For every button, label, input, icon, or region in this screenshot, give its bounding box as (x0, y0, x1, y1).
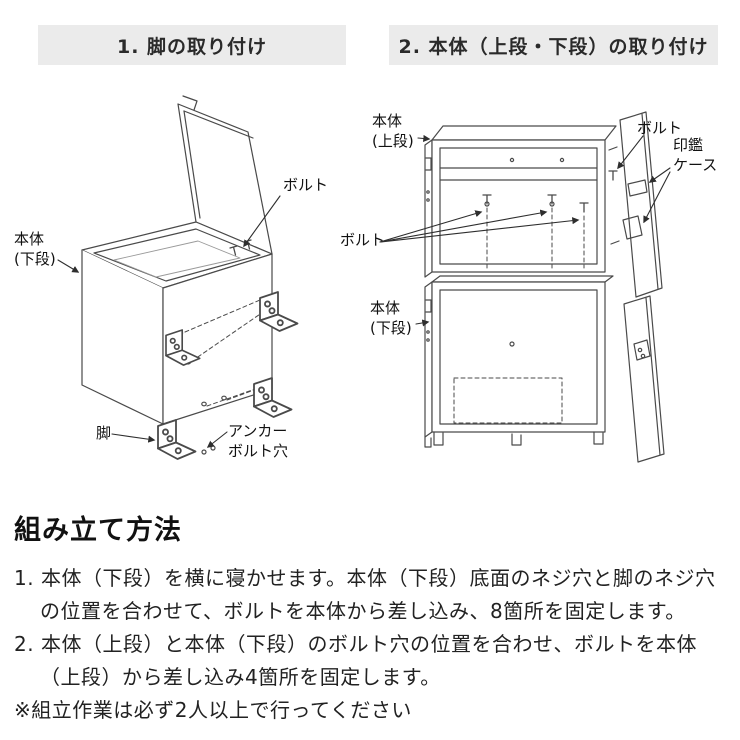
upper-door-open (608, 111, 663, 298)
body-attachment-diagram (379, 111, 671, 463)
label-body-lower-d2: 本体 (下段) (370, 299, 412, 337)
label-seal-case: 印鑑 ケース (673, 136, 718, 174)
lower-unit (424, 275, 614, 448)
label-bolt-left-d2: ボルト (340, 231, 386, 249)
instructions-title: 組み立て方法 (14, 515, 182, 546)
section1-title: 1. 脚の取り付け (116, 35, 268, 58)
lower-door-open (623, 295, 665, 463)
leg-attachment-diagram (57, 95, 299, 460)
label-bolt-d1: ボルト (283, 176, 329, 194)
label-anchor-bolt-hole: アンカー ボルト穴 (228, 422, 289, 460)
label-arrows-d1 (57, 195, 281, 448)
section-header-leg-attachment: 1. 脚の取り付け (38, 25, 346, 65)
section-header-body-attachment: 2. 本体（上段・下段）の取り付け (389, 25, 718, 65)
label-body-lower-d1: 本体 (下段) (14, 230, 56, 268)
label-leg: 脚 (96, 424, 112, 442)
assembly-instructions: 組み立て方法 1. 本体（下段）を横に寝かせます。本体（下段）底面のネジ穴と脚の… (14, 508, 726, 727)
section2-title: 2. 本体（上段・下段）の取り付け (398, 35, 709, 58)
label-bolt-top-d2: ボルト (637, 119, 683, 137)
instruction-step-2: 2. 本体（上段）と本体（下段）のボルト穴の位置を合わせ、ボルトを本体（上段）か… (14, 632, 697, 689)
label-arrows-d2 (379, 134, 671, 327)
instruction-note: ※組立作業は必ず2人以上で行ってください (14, 698, 412, 722)
box-body-lower (81, 221, 273, 425)
upper-unit (424, 125, 617, 278)
bolts-upper (482, 170, 618, 213)
instruction-step-1: 1. 本体（下段）を横に寝かせます。本体（下段）底面のネジ穴と脚のネジ穴の位置を… (14, 566, 716, 623)
label-body-upper-d2: 本体 (上段) (372, 112, 414, 150)
